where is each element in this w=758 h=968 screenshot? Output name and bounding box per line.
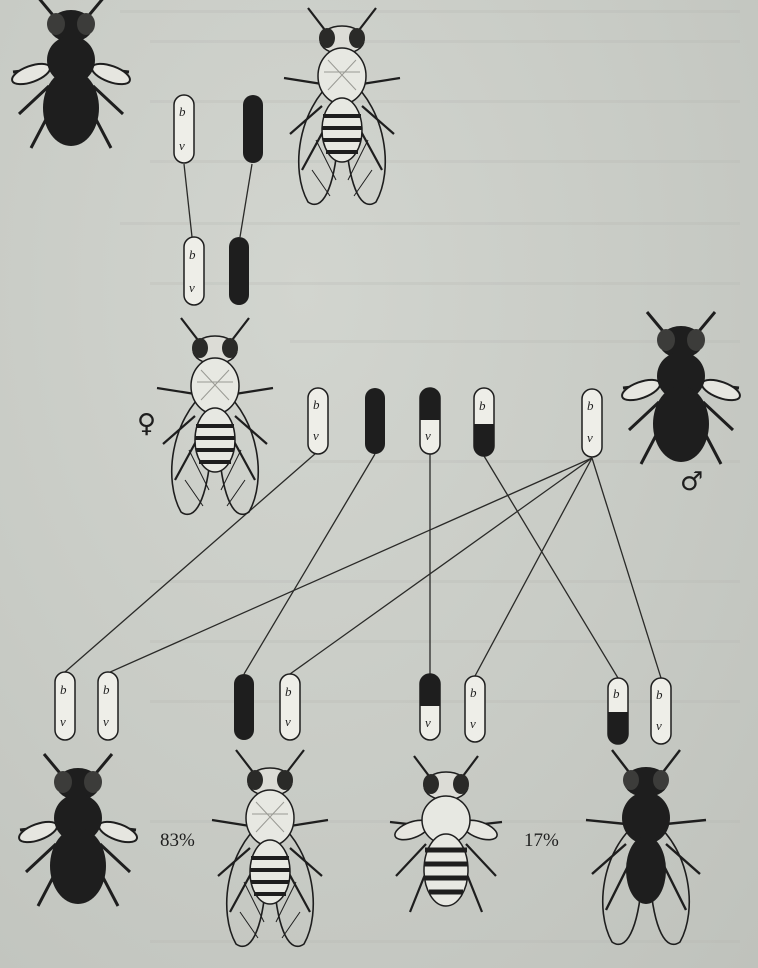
offspring-grey-vestigial-fly [390, 756, 502, 912]
offspring-pair-3: v b v [420, 674, 485, 742]
svg-text:v: v [103, 714, 109, 729]
chromosome-wild-parent [243, 95, 263, 163]
offspring-black-long-wing-fly [586, 750, 706, 944]
offspring-black-vestigial-fly [16, 754, 139, 906]
gamete-chromosome-recomb-v: v [420, 388, 440, 454]
offspring-wild-type-fly [212, 750, 328, 946]
gamete-chromosome-recomb-b: b [474, 388, 494, 456]
chromosome-wild-f1 [229, 237, 249, 305]
svg-text:v: v [60, 714, 66, 729]
svg-text:v: v [470, 716, 476, 731]
svg-text:v: v [425, 715, 431, 730]
svg-text:b: b [285, 684, 292, 699]
svg-text:b: b [60, 682, 67, 697]
svg-text:v: v [285, 714, 291, 729]
svg-text:v: v [587, 430, 593, 445]
svg-text:v: v [189, 280, 195, 295]
svg-text:v: v [425, 428, 431, 443]
offspring-pair-1: b v b v [55, 672, 118, 740]
svg-text:b: b [479, 398, 486, 413]
chromosome-bv-parent: b v [174, 95, 194, 163]
percent-83-label: 83% [160, 830, 195, 851]
gamete-chromosome-wild [365, 388, 385, 454]
svg-text:b: b [103, 682, 110, 697]
female-symbol: ♀ [137, 409, 156, 439]
male-symbol: ♂ [680, 467, 703, 497]
offspring-pair-2: b v [234, 674, 300, 740]
svg-text:b: b [656, 687, 663, 702]
percent-17-label: 17% [524, 830, 559, 851]
svg-text:v: v [656, 718, 662, 733]
f1-female-fly [157, 318, 273, 514]
offspring-pair-4: b b v [608, 678, 671, 744]
svg-text:b: b [587, 398, 594, 413]
svg-text:b: b [313, 397, 320, 412]
svg-text:b: b [470, 685, 477, 700]
svg-text:b: b [179, 104, 186, 119]
svg-text:b: b [613, 686, 620, 701]
svg-text:v: v [313, 428, 319, 443]
gamete-chromosome-bv: b v [308, 388, 328, 454]
parent-wild-type-fly [284, 8, 400, 204]
parent-black-vestigial-fly [9, 0, 132, 148]
chromosome-bv-f1: b v [184, 237, 204, 305]
svg-text:b: b [189, 247, 196, 262]
male-chromosome-bv: b v [582, 389, 602, 457]
male-black-vestigial-fly [619, 312, 742, 464]
svg-text:v: v [179, 138, 185, 153]
